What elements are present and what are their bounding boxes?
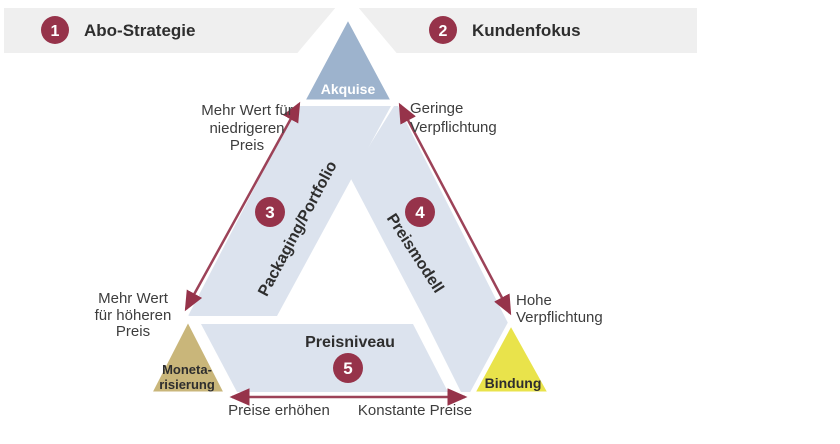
annotation-konstante-preise: Konstante Preise [358,402,472,419]
annotation-top-left-line3: Preis [230,137,264,154]
left-band-strip [188,106,391,316]
corner-triangle-monetarisierung [146,315,230,397]
right-edge-arrow [398,102,512,316]
bottom-side-label: Preisniveau [305,334,395,351]
annotation-top-left-line2: niedrigeren [209,120,284,137]
step-3-badge [255,197,285,227]
left-edge-arrow [184,101,301,312]
annotation-bottom-left-line3: Preis [116,323,150,340]
corner-triangle-bindung [469,319,554,397]
annotation-bottom-left-line2: für höheren [95,307,172,324]
corner-label-akquise: Akquise [321,81,376,97]
annotation-top-right-line2: Verpflichtung [410,119,497,136]
annotation-top-left-line1: Mehr Wert für [201,102,292,119]
step-4-number: 4 [415,203,425,222]
annotation-bottom-right-line2: Verpflichtung [516,309,603,326]
step-4-badge [405,197,435,227]
annotation-preise-erhoehen: Preise erhöhen [228,402,330,419]
step-2-badge [429,16,457,44]
corner-label-monetarisierung-line2: risierung [159,377,215,392]
header-label-abo-strategie: Abo-Strategie [84,21,195,40]
corner-label-monetarisierung-line1: Moneta- [162,362,212,377]
step-5-number: 5 [343,359,352,378]
step-1-badge [41,16,69,44]
bottom-band-strip [201,324,448,392]
header-label-kundenfokus: Kundenfokus [472,21,581,40]
corner-triangle-akquise [299,13,397,105]
step-5-badge [333,353,363,383]
annotation-top-right-line1: Geringe [410,100,463,117]
annotation-bottom-left-line1: Mehr Wert [98,290,169,307]
step-2-number: 2 [439,23,448,40]
step-3-number: 3 [265,203,274,222]
annotation-bottom-right-line1: Hohe [516,292,552,309]
step-1-number: 1 [51,23,60,40]
corner-label-bindung: Bindung [485,375,542,391]
